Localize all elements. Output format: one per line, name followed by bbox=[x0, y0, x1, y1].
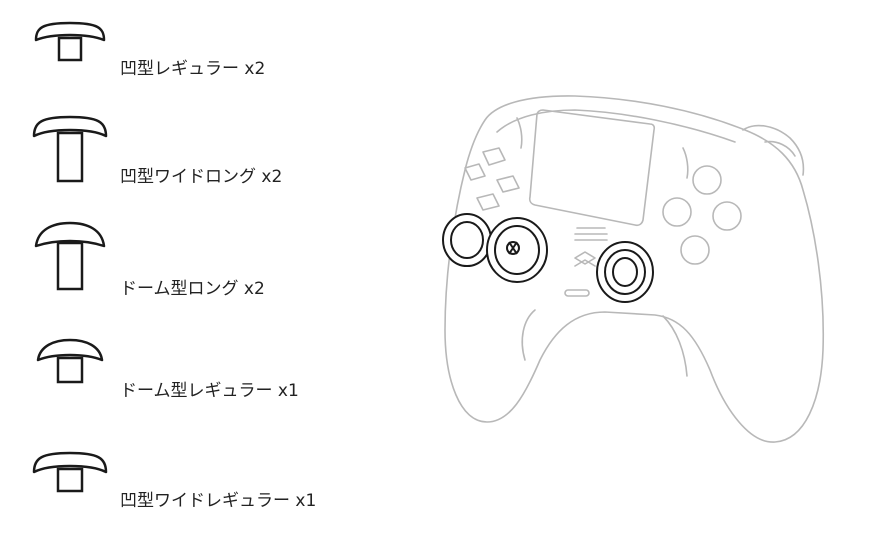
stick-label: ドーム型ロング x2 bbox=[120, 279, 265, 299]
stick-label: 凹型ワイドロング x2 bbox=[120, 167, 283, 187]
concave-regular-stick-icon bbox=[34, 21, 106, 62]
stick-item-dome-long: ドーム型ロング x2 bbox=[0, 218, 420, 299]
thumbstick-cap-list: 凹型レギュラー x2 凹型ワイドロング x2 ドーム型ロング x2 ドーム型レギ… bbox=[0, 0, 420, 536]
stick-label: 凹型ワイドレギュラー x1 bbox=[120, 491, 317, 511]
concave-wide-long-stick-icon bbox=[32, 115, 108, 183]
stick-label: 凹型レギュラー x2 bbox=[120, 59, 266, 79]
stick-item-dome-regular: ドーム型レギュラー x1 bbox=[0, 334, 420, 401]
concave-wide-regular-stick-icon bbox=[32, 451, 108, 493]
dome-regular-stick-icon bbox=[36, 338, 104, 384]
stick-item-concave-regular: 凹型レギュラー x2 bbox=[0, 14, 420, 79]
stick-item-concave-wide-long: 凹型ワイドロング x2 bbox=[0, 110, 420, 190]
game-controller-icon bbox=[442, 95, 825, 443]
stick-label: ドーム型レギュラー x1 bbox=[120, 381, 299, 401]
stick-item-concave-wide-regular: 凹型ワイドレギュラー x1 bbox=[0, 446, 420, 511]
dome-long-stick-icon bbox=[34, 221, 106, 291]
